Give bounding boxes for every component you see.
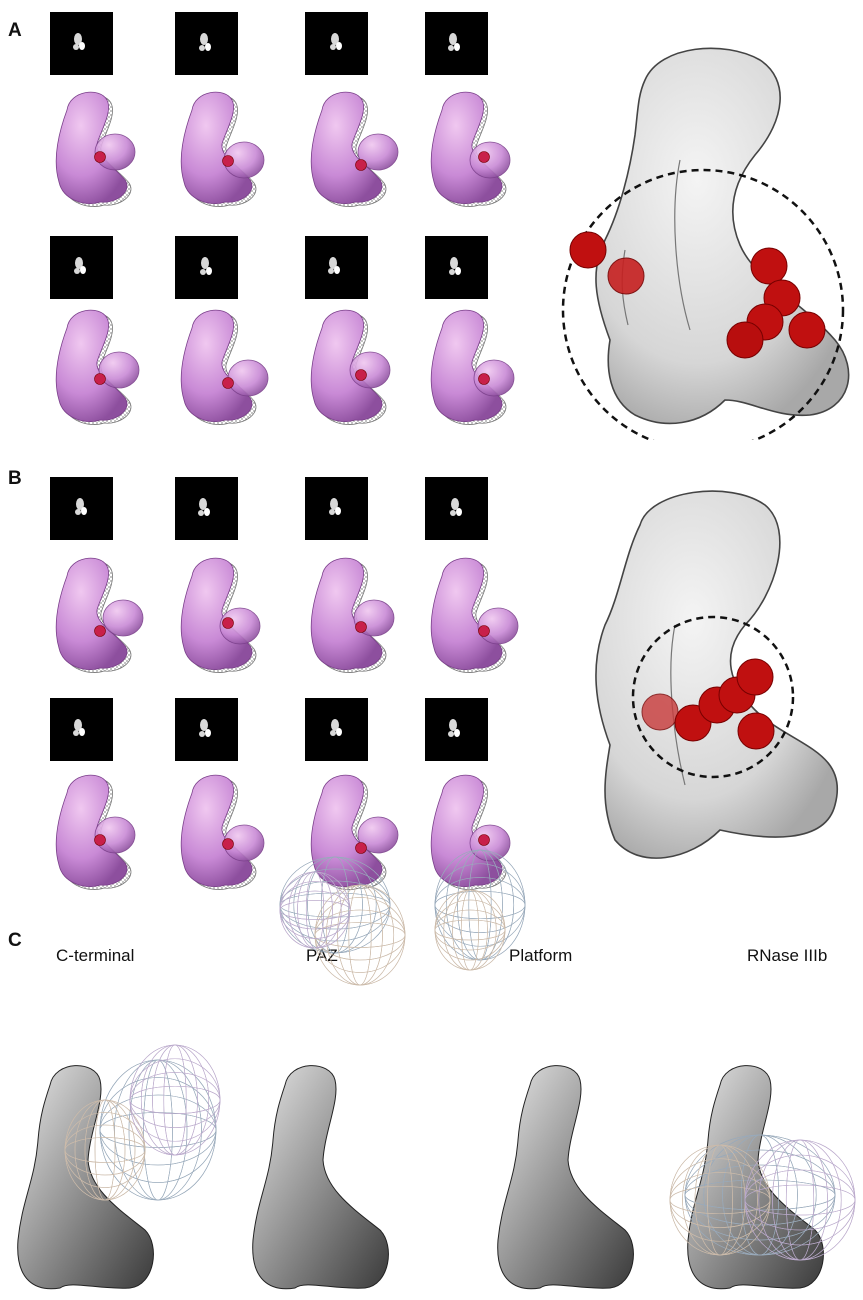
panel-c-model: [0, 0, 863, 1300]
